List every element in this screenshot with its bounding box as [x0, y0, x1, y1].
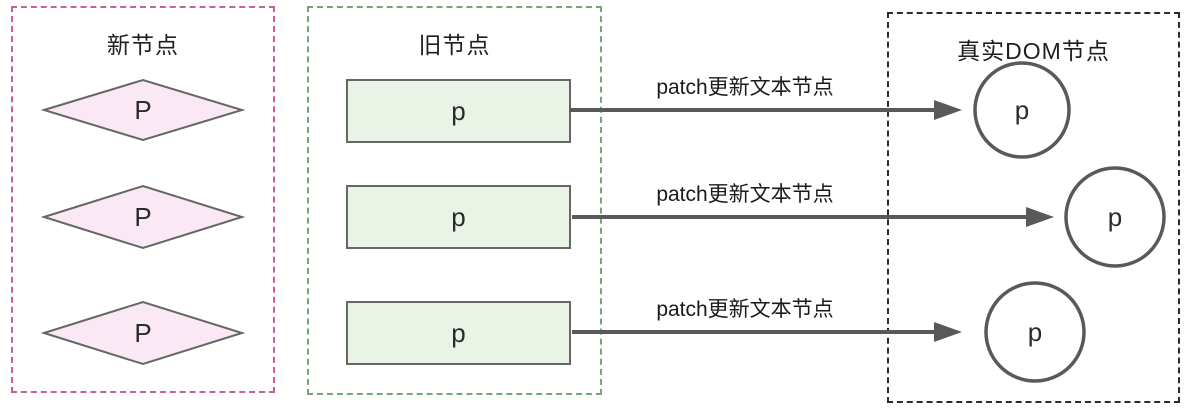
arrow-label: patch更新文本节点	[656, 76, 834, 99]
circle-shape	[973, 61, 1071, 159]
arrow-label: patch更新文本节点	[656, 183, 834, 206]
circle-shape	[984, 281, 1086, 383]
circle-shape	[1064, 166, 1166, 268]
diamond-shape	[40, 184, 246, 250]
group-new-nodes: 新节点	[11, 6, 275, 393]
node-label: P	[134, 201, 152, 232]
group-real-dom-nodes-title: 真实DOM节点	[957, 38, 1110, 64]
node-label: p	[451, 201, 466, 232]
node-label: p	[1107, 201, 1123, 232]
group-old-nodes: 旧节点	[307, 6, 602, 395]
node-label: P	[134, 317, 152, 348]
group-old-nodes-title: 旧节点	[418, 32, 491, 58]
node-label: p	[451, 95, 466, 126]
node-label: p	[1014, 94, 1030, 125]
arrowhead-icon	[934, 100, 962, 120]
group-real-dom-nodes: 真实DOM节点	[887, 12, 1180, 403]
arrowhead-icon	[934, 322, 962, 342]
diamond-shape	[40, 78, 246, 142]
arrow-label: patch更新文本节点	[656, 298, 834, 321]
diamond-shape	[40, 300, 246, 366]
arrowhead-icon	[1026, 207, 1054, 227]
node-label: p	[1027, 316, 1043, 347]
rect-shape	[346, 301, 571, 365]
node-label: P	[134, 94, 152, 125]
group-new-nodes-title: 新节点	[107, 32, 179, 58]
rect-shape	[346, 185, 571, 249]
node-label: p	[451, 317, 466, 348]
